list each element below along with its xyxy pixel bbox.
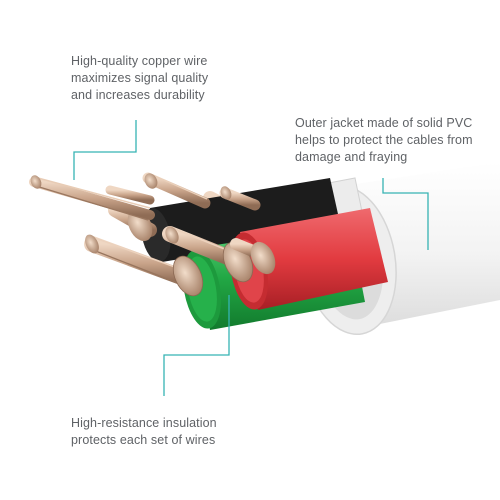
copper-callout-line-2: maximizes signal quality [71, 71, 209, 85]
jacket-callout-line-1: Outer jacket made of solid PVC [295, 116, 473, 130]
copper-strands-red [162, 226, 276, 283]
insulation-callout-line-2: protects each set of wires [71, 433, 216, 447]
copper-wire-callout: High-quality copper wire maximizes signa… [71, 53, 208, 104]
copper-callout-line-1: High-quality copper wire [71, 54, 208, 68]
insulation-callout: High-resistance insulation protects each… [71, 415, 217, 449]
copper-leader-line [73, 120, 137, 180]
jacket-callout-line-2: helps to protect the cables from [295, 133, 473, 147]
copper-callout-line-3: and increases durability [71, 88, 205, 102]
insulation-leader-line [163, 295, 230, 396]
jacket-callout-line-3: damage and fraying [295, 150, 408, 164]
outer-jacket-callout: Outer jacket made of solid PVC helps to … [295, 115, 473, 166]
jacket-leader-line [382, 178, 429, 250]
leader-lines [73, 120, 429, 396]
copper-strands-top [29, 172, 261, 221]
copper-strands-green [84, 234, 204, 297]
insulation-callout-line-1: High-resistance insulation [71, 416, 217, 430]
